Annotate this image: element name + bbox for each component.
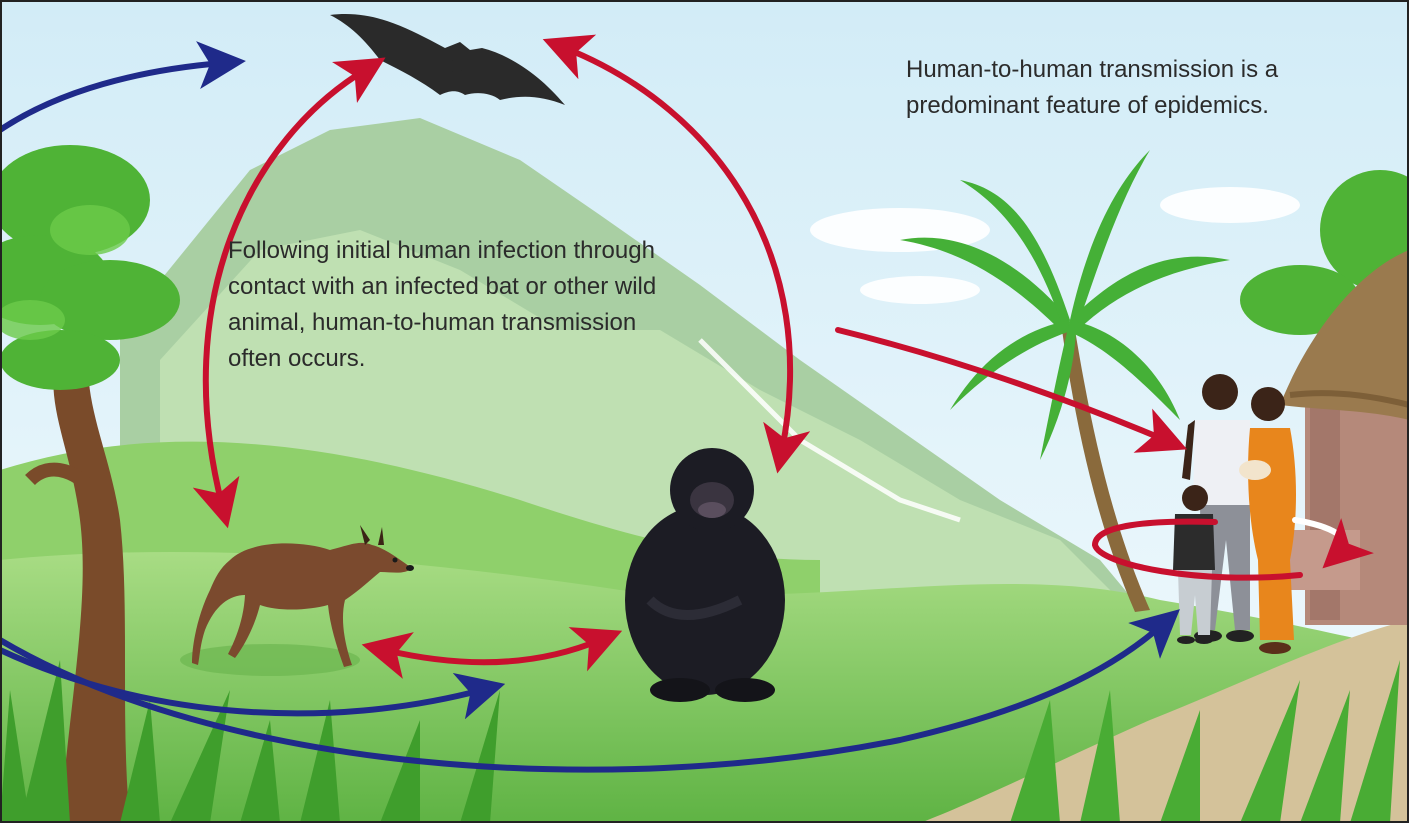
ground-shadow-duiker [180, 644, 360, 676]
caption-line: contact with an infected bat or other wi… [228, 269, 656, 305]
caption-line: Human-to-human transmission is a [906, 52, 1278, 88]
caption-initial-infection: Following initial human infection throug… [228, 233, 656, 377]
caption-line: animal, human-to-human transmission [228, 305, 656, 341]
caption-line: often occurs. [228, 341, 656, 377]
caption-line: Following initial human infection throug… [228, 233, 656, 269]
caption-human-to-human: Human-to-human transmission is a predomi… [906, 52, 1278, 124]
caption-line: predominant feature of epidemics. [906, 88, 1278, 124]
